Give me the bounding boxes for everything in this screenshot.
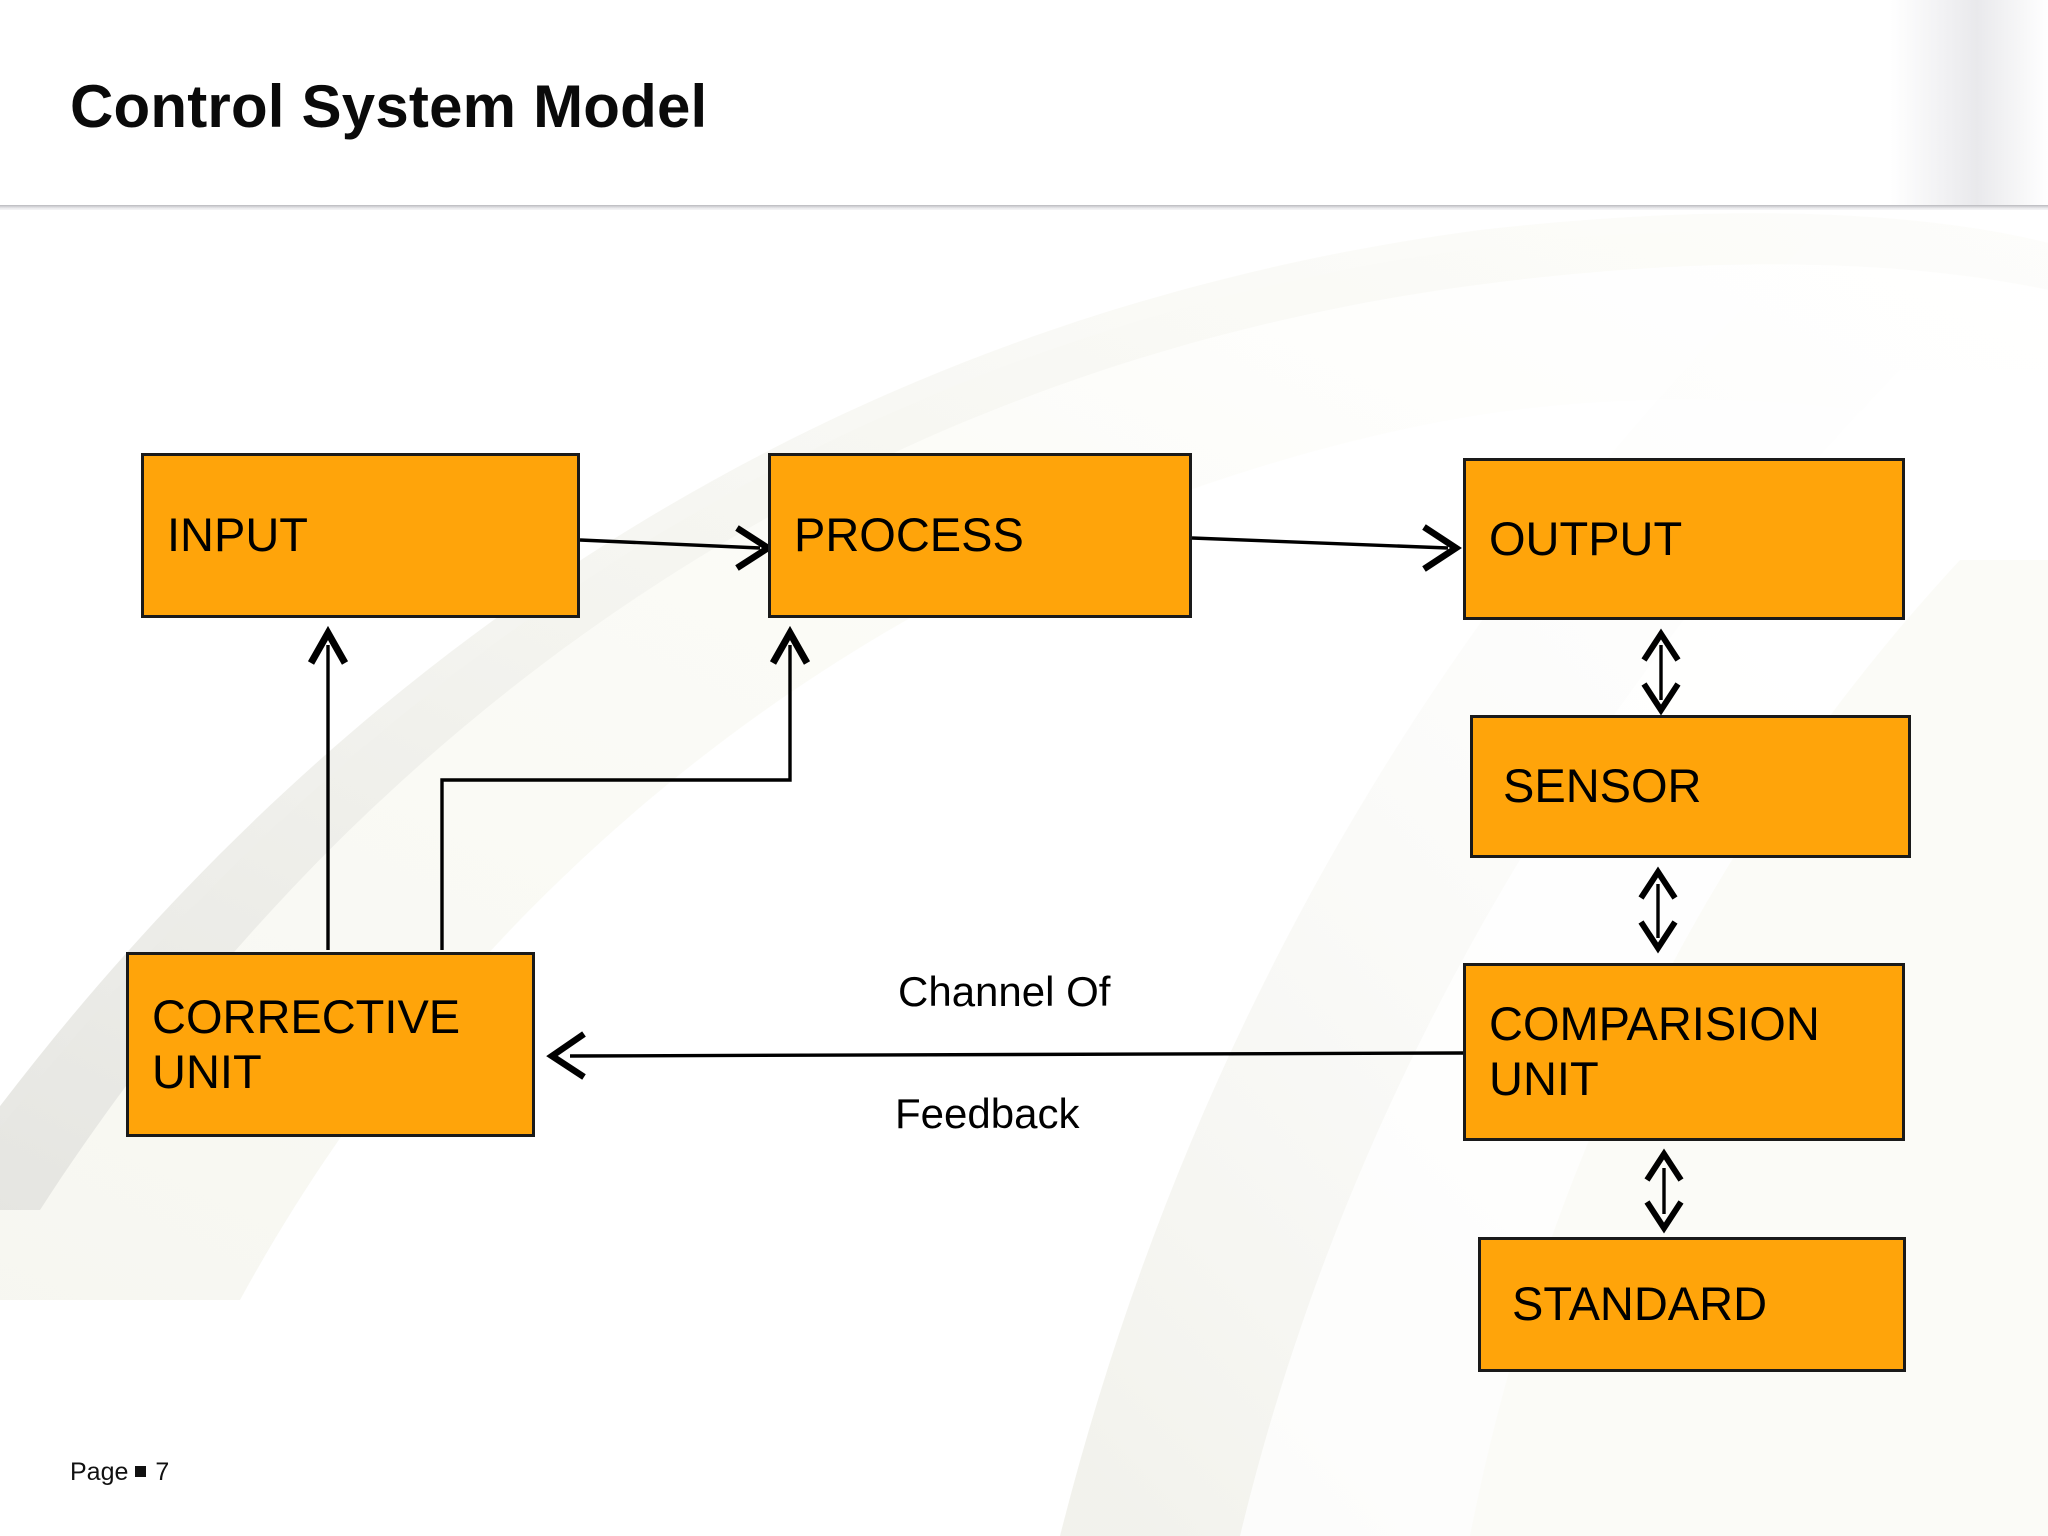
node-corrective-unit-label: CORRECTIVE UNIT (152, 989, 461, 1098)
footer-page-indicator: Page 7 (70, 1458, 169, 1487)
page-title: Control System Model (70, 73, 708, 140)
footer-page-number: 7 (155, 1458, 170, 1486)
header-right-fade (1890, 0, 2048, 207)
node-corrective-unit[interactable]: CORRECTIVE UNIT (126, 952, 535, 1137)
node-sensor[interactable]: SENSOR (1470, 715, 1911, 858)
edge-comparison-to-standard (1644, 1148, 1684, 1234)
header-divider (0, 205, 2048, 210)
node-input-label: INPUT (167, 508, 308, 562)
node-comparison-unit-label: COMPARISION UNIT (1489, 997, 1820, 1105)
edge-input-to-process (579, 525, 774, 571)
caption-feedback: Feedback (895, 1090, 1080, 1137)
edge-output-to-sensor (1641, 628, 1681, 716)
node-comparison-unit[interactable]: COMPARISION UNIT (1463, 963, 1905, 1141)
node-input[interactable]: INPUT (141, 453, 580, 618)
footer-bullet-icon (135, 1466, 147, 1478)
footer-label: Page (70, 1458, 129, 1486)
node-standard[interactable]: STANDARD (1478, 1237, 1906, 1372)
edge-corrective-to-input (307, 625, 349, 950)
slide-header: Control System Model (0, 0, 2048, 207)
caption-channel-of: Channel Of (898, 968, 1111, 1015)
node-process[interactable]: PROCESS (768, 453, 1192, 618)
node-output-label: OUTPUT (1489, 511, 1683, 565)
node-sensor-label: SENSOR (1503, 759, 1702, 813)
edge-comparison-to-corrective (546, 1031, 1464, 1080)
node-output[interactable]: OUTPUT (1463, 458, 1905, 620)
edge-corrective-to-process (440, 625, 811, 950)
node-process-label: PROCESS (794, 508, 1024, 562)
edge-process-to-output (1191, 524, 1462, 572)
edge-sensor-to-comparison (1638, 866, 1678, 954)
node-standard-label: STANDARD (1512, 1277, 1768, 1331)
